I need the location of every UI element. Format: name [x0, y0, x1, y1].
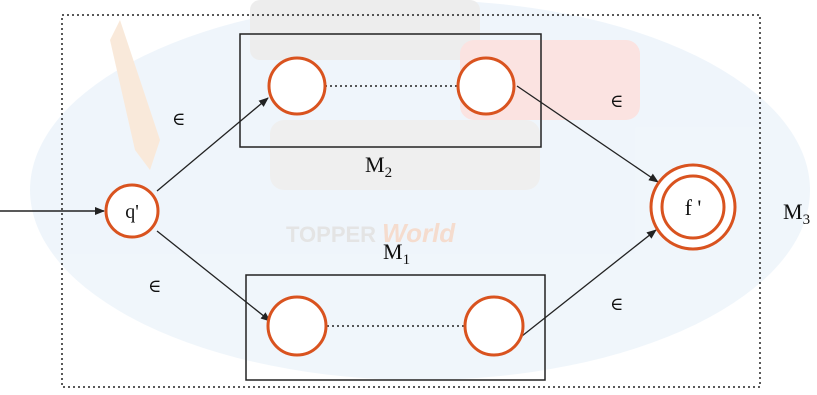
watermark-book-gray — [270, 120, 540, 190]
machine-m1-box — [245, 274, 546, 381]
state-final-f-prime-inner — [660, 174, 726, 240]
transition-start-to-upper — [156, 97, 269, 192]
machine-m1-subscript: 1 — [403, 252, 411, 268]
epsilon-label-start-to-lower: ∈ — [148, 276, 161, 296]
machine-m3-letter: M — [783, 199, 803, 224]
transition-upper-to-final — [516, 85, 659, 183]
state-m1-final — [463, 295, 525, 357]
state-start-q-prime — [104, 183, 160, 239]
machine-m1-label: M1 — [383, 239, 410, 268]
state-m2-final — [456, 56, 516, 116]
watermark-cap-icon — [110, 20, 160, 170]
epsilon-label-start-to-upper: ∈ — [172, 109, 185, 129]
machine-m2-box — [239, 33, 542, 148]
machine-m2-letter: M — [365, 152, 385, 177]
state-start-label: q' — [125, 201, 139, 223]
watermark-book-icon — [250, 0, 480, 60]
machine-m1-letter: M — [383, 239, 403, 264]
transition-lower-to-final — [521, 229, 657, 337]
machine-m3-label: M3 — [783, 199, 810, 228]
state-m2-initial — [267, 56, 327, 116]
epsilon-label-lower-to-final: ∈ — [610, 294, 623, 314]
state-final-label: f ' — [685, 195, 702, 220]
watermark-brand-b: World — [382, 218, 456, 248]
machine-m3-subscript: 3 — [803, 212, 811, 228]
machine-m2-subscript: 2 — [385, 165, 393, 181]
machine-m2-label: M2 — [365, 152, 392, 181]
transition-start-to-lower — [156, 230, 271, 322]
watermark-brand-a: TOPPER — [286, 222, 376, 247]
state-m1-initial — [266, 295, 328, 357]
epsilon-label-upper-to-final: ∈ — [610, 91, 623, 111]
